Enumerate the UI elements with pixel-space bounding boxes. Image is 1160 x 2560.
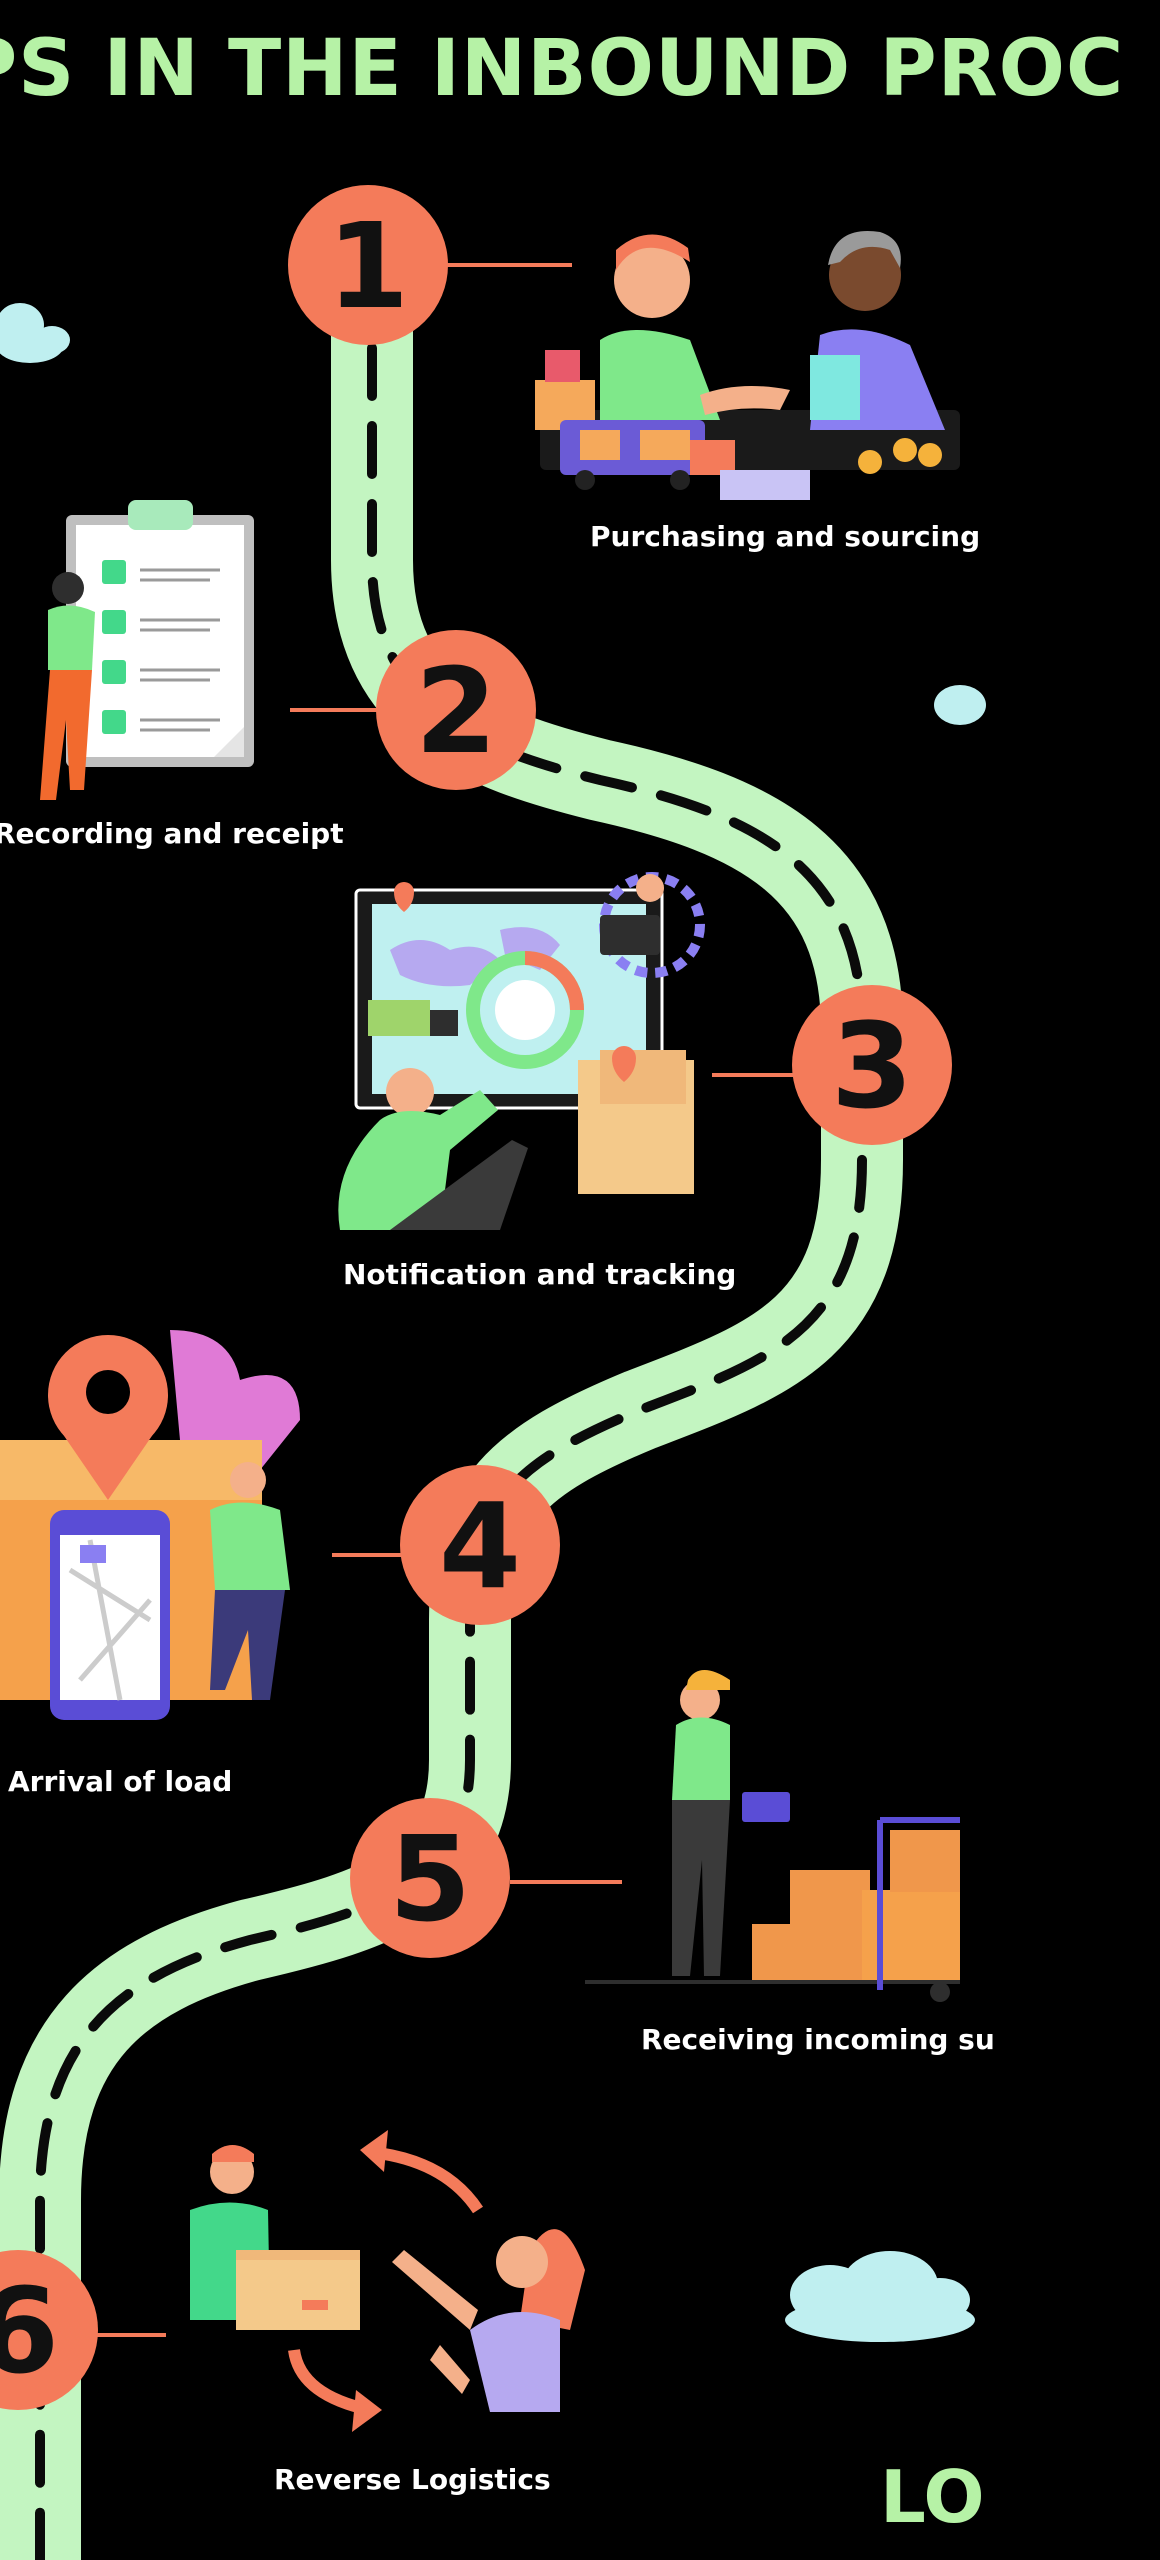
warehouse-worker-illustration [585, 1670, 960, 2002]
step-label-1: Purchasing and sourcing [590, 520, 981, 553]
step-marker-4: 4 [400, 1465, 560, 1625]
step-number-3: 3 [831, 997, 913, 1135]
step-label-2: Recording and receipt [0, 817, 344, 850]
brand-logo: LO [880, 2455, 985, 2539]
tracking-dashboard-illustration [338, 872, 705, 1230]
phone-map-illustration [0, 1330, 300, 1720]
step-label-4: Arrival of load [8, 1765, 233, 1798]
cloud-icon [785, 2251, 975, 2342]
infographic: PS IN THE INBOUND PROC 1 [0, 30, 1123, 2560]
step-number-6: 6 [0, 2262, 59, 2400]
step-label-5: Receiving incoming su [641, 2023, 995, 2056]
cloud-icon [0, 303, 70, 363]
page-title: PS IN THE INBOUND PROC [0, 24, 1125, 114]
step-label-6: Reverse Logistics [274, 2463, 551, 2496]
cloud-icon [934, 685, 986, 725]
step-marker-6: 6 [0, 2250, 98, 2410]
step-number-4: 4 [439, 1477, 521, 1615]
step-number-5: 5 [389, 1810, 471, 1948]
step-number-2: 2 [415, 642, 497, 780]
clipboard-checklist-illustration [40, 500, 254, 800]
handshake-illustration [535, 230, 960, 500]
roadmap-graphic: 1 2 3 4 5 6 [0, 185, 986, 2560]
package-return-illustration [190, 2130, 585, 2432]
step-marker-2: 2 [376, 630, 536, 790]
step-marker-3: 3 [792, 985, 952, 1145]
step-marker-5: 5 [350, 1798, 510, 1958]
step-marker-1: 1 [288, 185, 448, 345]
step-number-1: 1 [327, 197, 409, 335]
road-center-dash [35, 265, 867, 2560]
step-label-3: Notification and tracking [343, 1258, 737, 1291]
